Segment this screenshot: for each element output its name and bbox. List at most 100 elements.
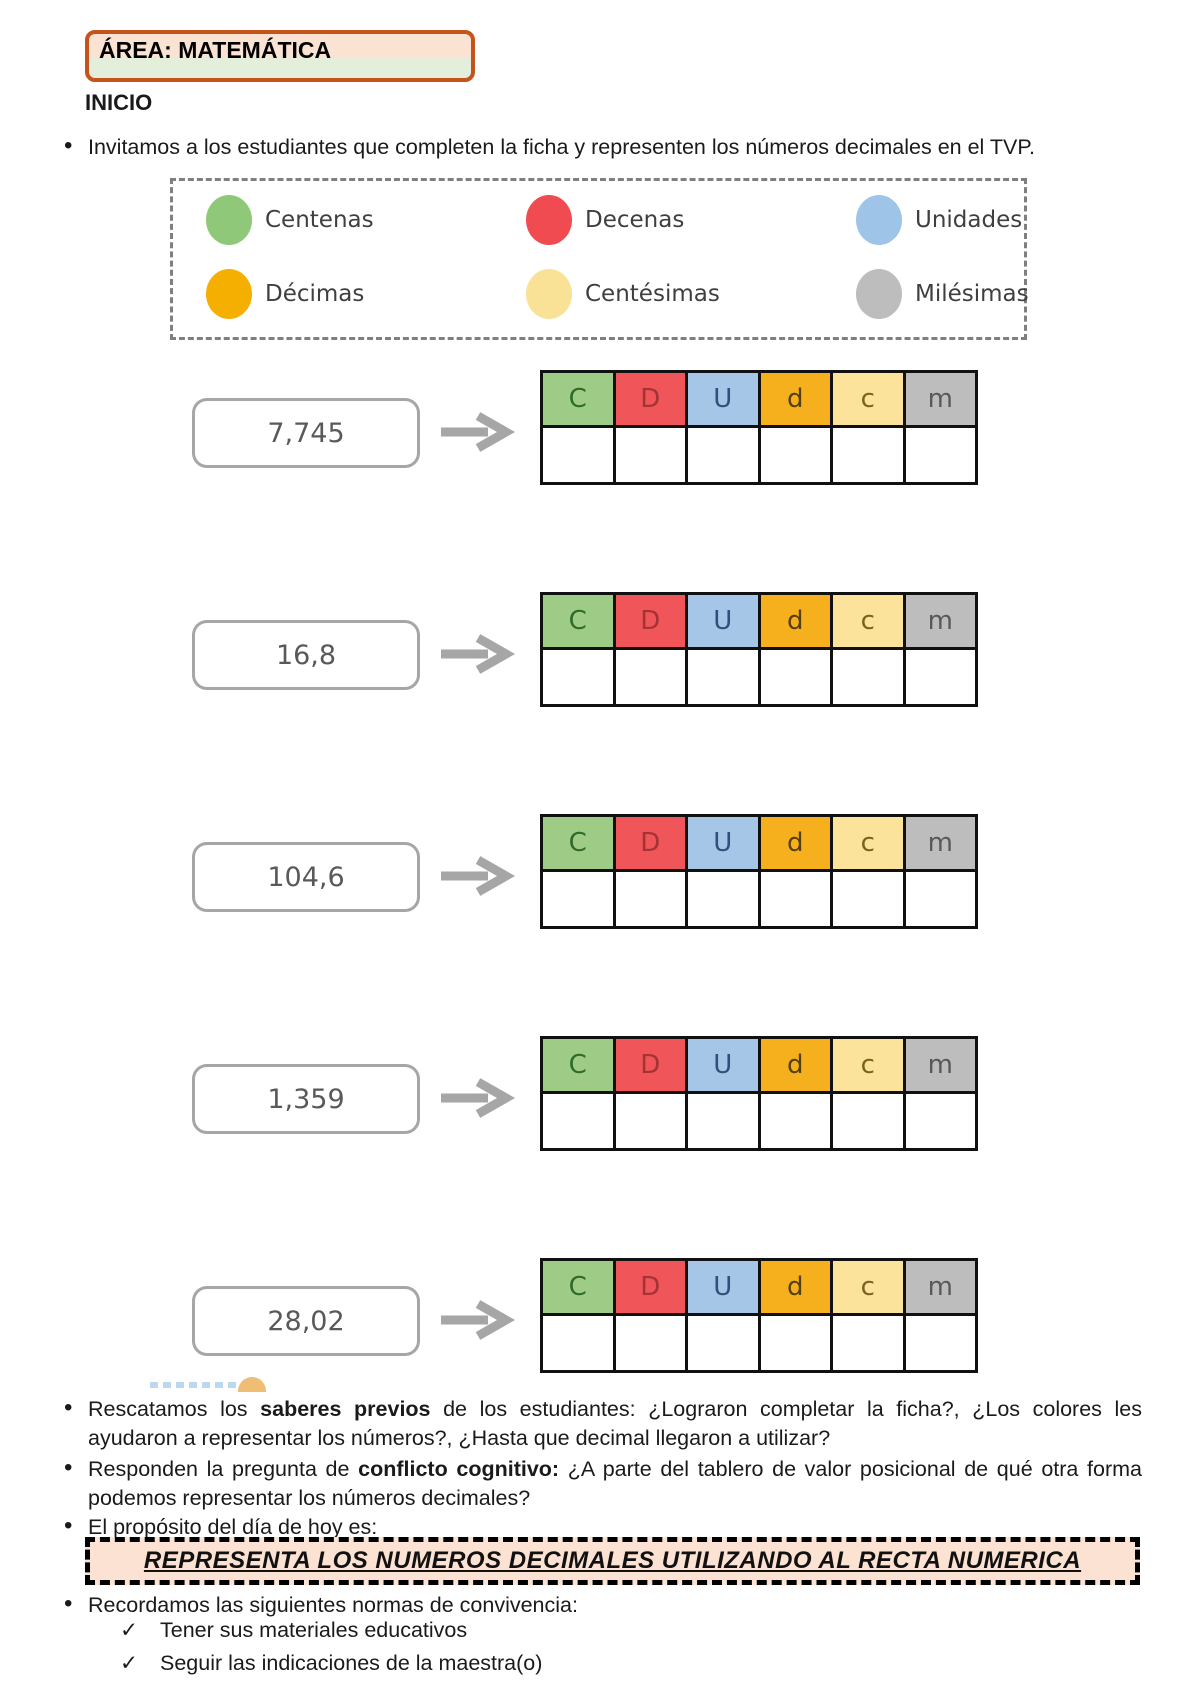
- header-cell-c: c: [833, 595, 903, 647]
- empty-cell: [905, 650, 975, 704]
- header-cell-d: d: [760, 373, 830, 425]
- empty-cell: [688, 428, 758, 482]
- header-cell-D: D: [615, 1039, 685, 1091]
- header-cell-m: m: [905, 1261, 975, 1313]
- header-cell-C: C: [543, 1261, 613, 1313]
- centesimas-circle-icon: [526, 269, 572, 319]
- tvp-exercise-row: 104,6 C D U d c m: [0, 814, 1200, 934]
- empty-cell: [905, 1316, 975, 1370]
- empty-cell: [688, 872, 758, 926]
- legend-item-milesimas: Milésimas: [856, 269, 1029, 319]
- proposito-bullet: • El propósito del día de hoy es:: [64, 1512, 1142, 1542]
- proposito-banner-text: REPRESENTA LOS NUMEROS DECIMALES UTILIZA…: [143, 1547, 1082, 1574]
- decimal-number: 28,02: [267, 1305, 345, 1337]
- conflicto-cognitivo-bullet: • Responden la pregunta de conflicto cog…: [64, 1454, 1142, 1513]
- tvp-exercise-row: 1,359 C D U d c m: [0, 1036, 1200, 1156]
- bullet-icon: •: [64, 1590, 73, 1617]
- empty-cell: [760, 1094, 830, 1148]
- empty-cell: [905, 872, 975, 926]
- tvp-exercise-row: 7,745 C D U d c m: [0, 370, 1200, 490]
- legend-label: Centésimas: [585, 281, 720, 307]
- saberes-previos-bullet: • Rescatamos los saberes previos de los …: [64, 1394, 1142, 1453]
- area-title: ÁREA: MATEMÁTICA: [99, 37, 332, 63]
- place-value-table: C D U d c m: [540, 370, 978, 485]
- header-cell-C: C: [543, 817, 613, 869]
- bullet-icon: •: [64, 1454, 73, 1481]
- legend-label: Decenas: [585, 207, 685, 233]
- decimal-number: 7,745: [267, 417, 345, 449]
- header-cell-C: C: [543, 595, 613, 647]
- header-cell-U: U: [688, 595, 758, 647]
- decimal-number: 16,8: [275, 639, 337, 671]
- bullet-icon: •: [64, 1394, 73, 1421]
- empty-cell: [833, 650, 903, 704]
- decimal-number: 104,6: [267, 861, 345, 893]
- empty-cell: [905, 428, 975, 482]
- decimal-number-box: 28,02: [192, 1286, 420, 1356]
- header-cell-D: D: [615, 373, 685, 425]
- conflicto-cognitivo-text: Responden la pregunta de conflicto cogni…: [88, 1457, 1142, 1510]
- empty-cell: [615, 1094, 685, 1148]
- empty-cell: [543, 1094, 613, 1148]
- empty-cell: [615, 650, 685, 704]
- empty-cell: [543, 650, 613, 704]
- empty-cell: [688, 650, 758, 704]
- header-cell-D: D: [615, 595, 685, 647]
- header-cell-c: c: [833, 817, 903, 869]
- decimal-number-box: 16,8: [192, 620, 420, 690]
- empty-cell: [760, 872, 830, 926]
- empty-cell: [760, 1316, 830, 1370]
- decimal-number-box: 104,6: [192, 842, 420, 912]
- tvp-exercise-row: 28,02 C D U d c m: [0, 1258, 1200, 1378]
- legend-item-centenas: Centenas: [206, 195, 374, 245]
- decimal-number: 1,359: [267, 1083, 345, 1115]
- proposito-banner: REPRESENTA LOS NUMEROS DECIMALES UTILIZA…: [85, 1537, 1140, 1585]
- arrow-right-icon: [441, 412, 516, 452]
- place-value-table: C D U d c m: [540, 814, 978, 929]
- unidades-circle-icon: [856, 195, 902, 245]
- empty-cell: [615, 872, 685, 926]
- header-cell-c: c: [833, 1261, 903, 1313]
- header-cell-C: C: [543, 373, 613, 425]
- normas-intro-text: Recordamos las siguientes normas de conv…: [88, 1593, 578, 1617]
- legend-item-unidades: Unidades: [856, 195, 1022, 245]
- decenas-circle-icon: [526, 195, 572, 245]
- empty-cell: [833, 428, 903, 482]
- norma-item: ✓Tener sus materiales educativos: [120, 1618, 467, 1643]
- header-cell-C: C: [543, 1039, 613, 1091]
- place-value-table: C D U d c m: [540, 1036, 978, 1151]
- place-value-table: C D U d c m: [540, 1258, 978, 1373]
- legend-label: Centenas: [265, 207, 374, 233]
- bullet-icon: •: [64, 132, 73, 159]
- header-cell-U: U: [688, 1261, 758, 1313]
- header-cell-c: c: [833, 1039, 903, 1091]
- empty-cell: [615, 1316, 685, 1370]
- empty-cell: [760, 428, 830, 482]
- header-cell-U: U: [688, 1039, 758, 1091]
- legend-item-centesimas: Centésimas: [526, 269, 720, 319]
- empty-cell: [833, 1316, 903, 1370]
- header-cell-m: m: [905, 817, 975, 869]
- arrow-right-icon: [441, 856, 516, 896]
- tvp-exercise-row: 16,8 C D U d c m: [0, 592, 1200, 712]
- empty-cell: [905, 1094, 975, 1148]
- empty-cell: [615, 428, 685, 482]
- empty-cell: [543, 428, 613, 482]
- cropped-dashed-line-decoration: [150, 1382, 238, 1388]
- intro-bullet: • Invitamos a los estudiantes que comple…: [64, 132, 1142, 162]
- norma-text: Tener sus materiales educativos: [160, 1618, 468, 1642]
- empty-cell: [688, 1094, 758, 1148]
- norma-item: ✓Seguir las indicaciones de la maestra(o…: [120, 1651, 542, 1676]
- arrow-right-icon: [441, 1078, 516, 1118]
- empty-cell: [760, 650, 830, 704]
- decimal-number-box: 1,359: [192, 1064, 420, 1134]
- header-cell-m: m: [905, 1039, 975, 1091]
- area-title-box: ÁREA: MATEMÁTICA: [85, 30, 475, 82]
- header-cell-m: m: [905, 595, 975, 647]
- normas-bullet: • Recordamos las siguientes normas de co…: [64, 1590, 1142, 1620]
- empty-cell: [833, 1094, 903, 1148]
- header-cell-m: m: [905, 373, 975, 425]
- header-cell-U: U: [688, 817, 758, 869]
- place-value-table: C D U d c m: [540, 592, 978, 707]
